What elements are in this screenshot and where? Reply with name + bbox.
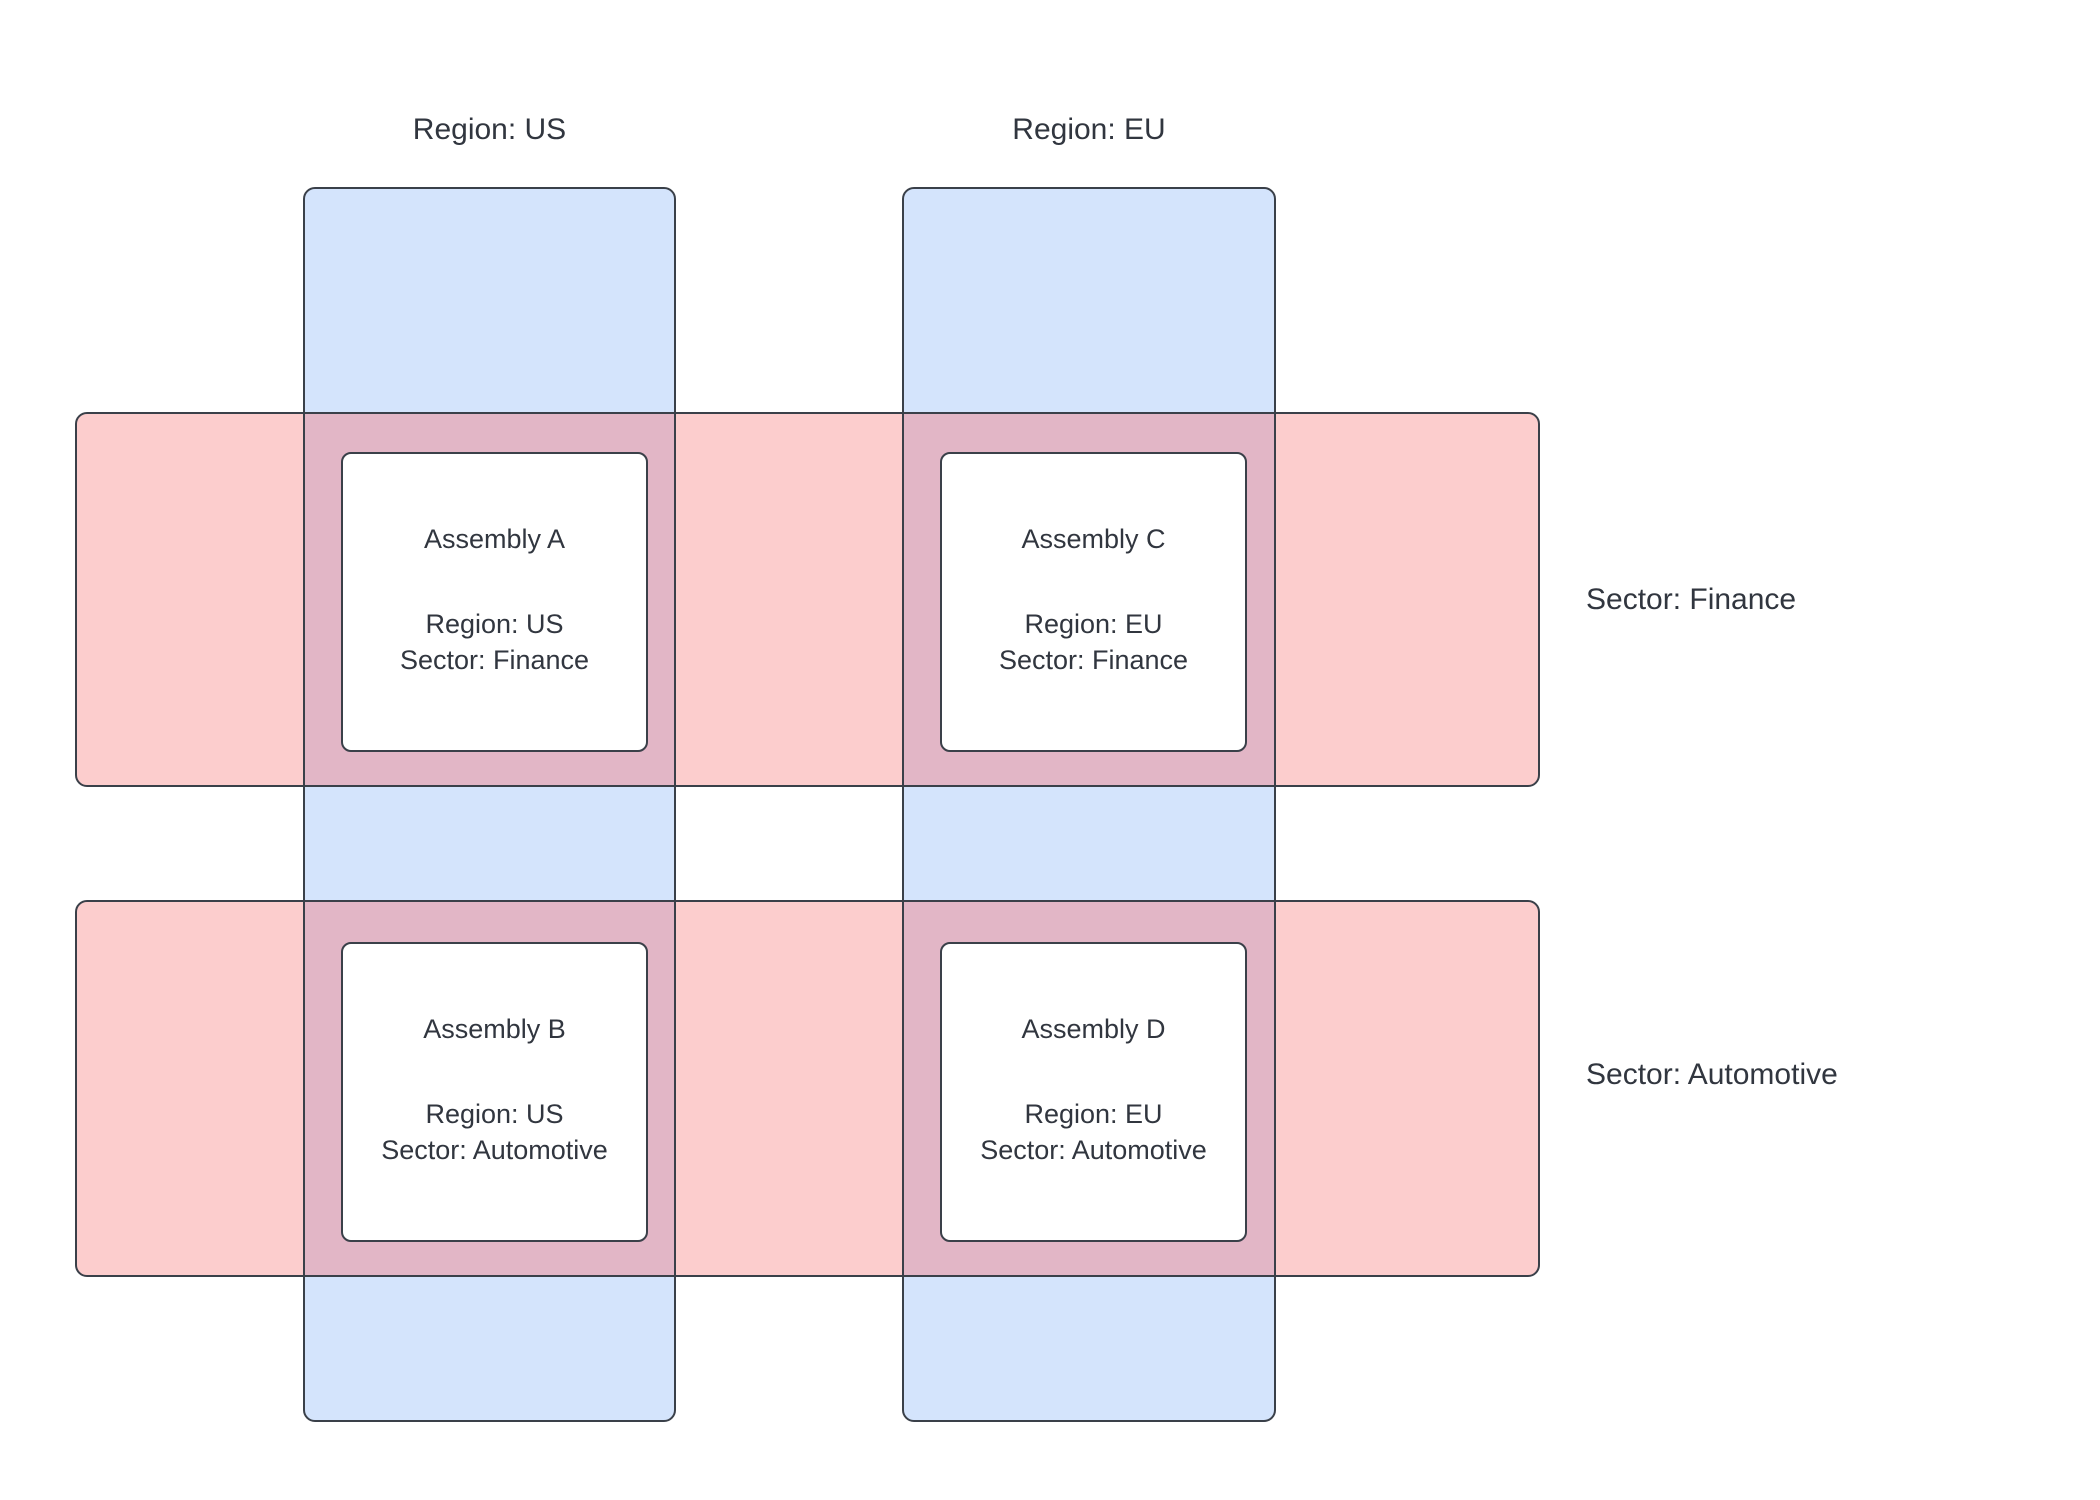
assembly-card-b-meta: Region: US Sector: Automotive	[381, 1097, 608, 1168]
assembly-card-a-meta: Region: US Sector: Finance	[400, 607, 589, 678]
sector-lane-label-automotive: Sector: Automotive	[1586, 1058, 1838, 1091]
assembly-card-b-sector: Sector: Automotive	[381, 1134, 608, 1165]
sector-lane-automotive[interactable]	[75, 900, 1540, 1277]
assembly-card-d-sector: Sector: Automotive	[980, 1134, 1207, 1165]
assembly-card-c-meta: Region: EU Sector: Finance	[999, 607, 1188, 678]
assembly-card-c[interactable]: Assembly C Region: EU Sector: Finance	[940, 452, 1247, 752]
assembly-card-d[interactable]: Assembly D Region: EU Sector: Automotive	[940, 942, 1247, 1242]
sector-lane-finance[interactable]	[75, 412, 1540, 787]
assembly-card-c-region: Region: EU	[1024, 608, 1163, 639]
region-lane-label-eu: Region: EU	[1012, 113, 1166, 146]
assembly-card-b-title: Assembly B	[423, 1013, 566, 1044]
assembly-card-a-sector: Sector: Finance	[399, 644, 590, 675]
region-lane-label-us: Region: US	[412, 113, 567, 146]
assembly-card-a-title: Assembly A	[423, 523, 566, 554]
assembly-card-a-region: Region: US	[425, 608, 564, 639]
assembly-card-d-title: Assembly D	[1021, 1013, 1166, 1044]
assembly-card-c-title: Assembly C	[1021, 523, 1166, 554]
assembly-card-d-meta: Region: EU Sector: Automotive	[980, 1097, 1207, 1168]
assembly-card-a[interactable]: Assembly A Region: US Sector: Finance	[341, 452, 648, 752]
assembly-card-d-region: Region: EU	[1024, 1098, 1163, 1129]
assembly-card-c-sector: Sector: Finance	[998, 644, 1189, 675]
assembly-card-b-region: Region: US	[425, 1098, 564, 1129]
assembly-card-b[interactable]: Assembly B Region: US Sector: Automotive	[341, 942, 648, 1242]
sector-lane-label-finance: Sector: Finance	[1586, 583, 1797, 616]
